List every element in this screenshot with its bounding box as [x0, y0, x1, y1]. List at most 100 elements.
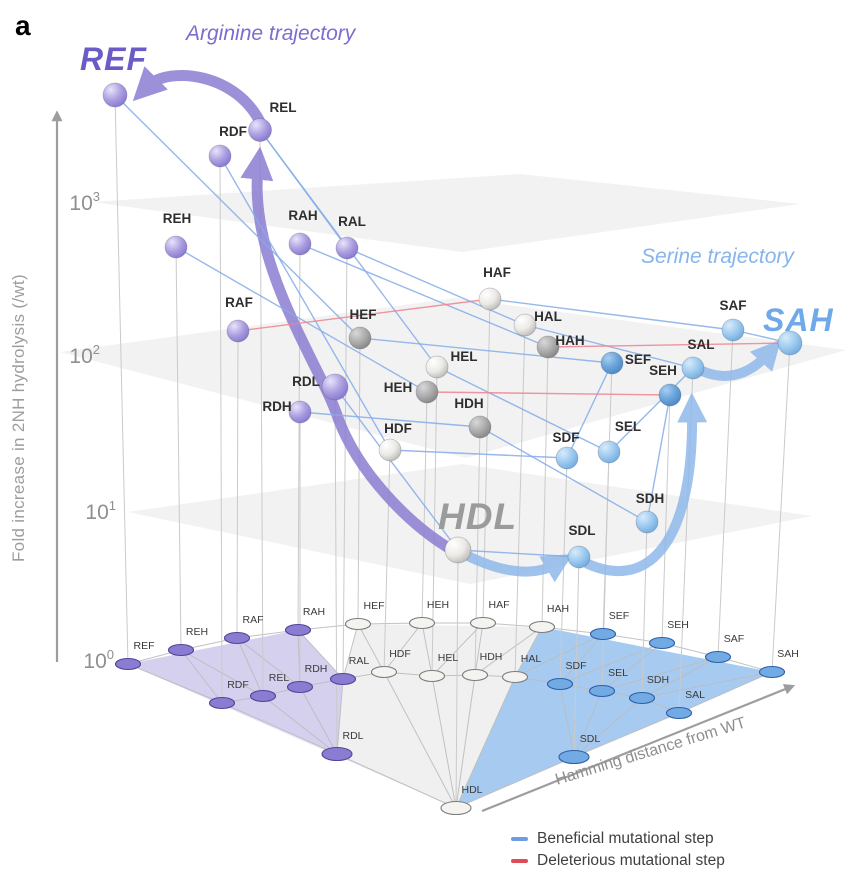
trajectory-serine: [463, 551, 573, 583]
edge-HAH-SAH-deleterious: [547, 342, 791, 348]
hdl-start-label: HDL: [438, 496, 518, 537]
beneficial-line-swatch: [511, 837, 528, 841]
base-label-SEH: SEH: [667, 619, 689, 631]
node-label-HAH: HAH: [555, 333, 584, 348]
node-label-REL: REL: [270, 100, 297, 115]
base-node-SEH: [648, 636, 676, 650]
base-mesh-edge: [455, 674, 476, 809]
base-node-HEL: [418, 669, 446, 683]
node-HEL: [425, 355, 449, 379]
base-node-SEL: [588, 684, 616, 698]
base-node-SAL: [665, 706, 693, 720]
edge-RAF-HAF-deleterious: [237, 298, 491, 332]
base-mesh-edge: [299, 686, 338, 755]
edge-SDL-HDL-beneficial: [457, 549, 580, 558]
node-label-RDF: RDF: [219, 124, 247, 139]
node-label-SDF: SDF: [553, 430, 580, 445]
node-SDH: [635, 510, 659, 534]
trajectory-arginine: [240, 146, 458, 556]
node-RDH: [288, 400, 312, 424]
base-label-REL: REL: [269, 672, 290, 684]
node-label-HEL: HEL: [451, 349, 478, 364]
base-label-RDL: RDL: [342, 730, 363, 742]
stem-SDH: [641, 521, 648, 699]
node-HEF: [348, 326, 372, 350]
base-node-SDF: [546, 677, 574, 691]
iso-plane-1: [60, 298, 846, 458]
base-label-SDF: SDF: [566, 660, 587, 672]
base-label-SEL: SEL: [608, 667, 628, 679]
node-REF: [102, 82, 128, 108]
base-label-SDH: SDH: [647, 674, 669, 686]
base-node-RAH: [284, 623, 312, 637]
base-label-HDL: HDL: [461, 784, 482, 796]
base-mesh-edge: [221, 702, 338, 755]
node-HDL: [444, 536, 472, 564]
base-node-HEH: [408, 616, 436, 630]
stem-HAL: [514, 324, 526, 678]
base-label-SEF: SEF: [609, 610, 629, 622]
edge-HEF-REF-beneficial: [114, 94, 361, 339]
base-mesh-edge: [236, 637, 301, 688]
legend: Beneficial mutational step Deleterious m…: [511, 828, 725, 872]
base-node-HAH: [528, 620, 556, 634]
base-label-HEH: HEH: [427, 599, 449, 611]
base-label-REH: REH: [186, 626, 208, 638]
base-mesh-edge: [573, 712, 680, 758]
base-label-RDH: RDH: [305, 663, 328, 675]
base-label-RAH: RAH: [303, 606, 325, 618]
node-label-RDH: RDH: [262, 399, 291, 414]
base-mesh-edge: [421, 622, 433, 677]
base-mesh-edge: [180, 649, 223, 704]
stem-SAF: [717, 329, 734, 658]
node-label-SAL: SAL: [688, 337, 715, 352]
node-label-SEL: SEL: [615, 419, 641, 434]
edge-SDH-HDH-beneficial: [479, 426, 648, 523]
base-node-HAF: [469, 616, 497, 630]
base-label-SAL: SAL: [685, 689, 705, 701]
stem-REF: [114, 94, 129, 665]
base-mesh-edge: [336, 753, 457, 809]
base-mesh-edge: [297, 629, 344, 680]
base-node-RDL: [321, 746, 353, 762]
base-mesh-edge: [514, 633, 604, 678]
base-node-HDF: [370, 665, 398, 679]
node-label-SDL: SDL: [569, 523, 596, 538]
base-region-3: [456, 627, 772, 808]
stem-HDF: [383, 449, 391, 673]
y-tick-10e0: 100: [83, 647, 114, 673]
stem-HEF: [357, 337, 361, 625]
stem-SEH: [661, 394, 671, 644]
base-label-HAH: HAH: [547, 603, 569, 615]
base-mesh-edge: [678, 671, 773, 714]
node-RAF: [226, 319, 250, 343]
node-RAH: [288, 232, 312, 256]
base-mesh-edge: [559, 642, 663, 685]
stem-SAH: [771, 342, 791, 673]
base-node-SAF: [704, 650, 732, 664]
edge-SDH-SEH-beneficial: [646, 394, 671, 523]
base-mesh-edge: [474, 626, 543, 676]
base-label-HDF: HDF: [389, 648, 411, 660]
base-node-SDL: [558, 749, 590, 765]
node-label-SAF: SAF: [720, 298, 747, 313]
edge-SDF-SEF-beneficial: [566, 362, 613, 459]
node-SDL: [567, 545, 591, 569]
edge-SEL-SAL-beneficial: [608, 367, 694, 453]
stem-REH: [175, 246, 182, 651]
node-label-HAL: HAL: [534, 309, 562, 324]
node-RAL: [335, 236, 359, 260]
base-node-SDH: [628, 691, 656, 705]
node-SAL: [681, 356, 705, 380]
node-label-REH: REH: [163, 211, 192, 226]
node-SEF: [600, 351, 624, 375]
base-mesh-edge: [455, 756, 575, 809]
edge-SDF-HDF-beneficial: [389, 449, 568, 459]
y-tick-10e1: 101: [85, 498, 116, 524]
legend-item-beneficial: Beneficial mutational step: [511, 828, 725, 850]
node-RDL: [321, 373, 349, 401]
edge-SEL-HEL-beneficial: [436, 366, 610, 453]
panel-label: a: [15, 10, 31, 41]
base-mesh-edge: [573, 690, 603, 758]
arginine-trajectory-title: Arginine trajectory: [186, 22, 356, 45]
